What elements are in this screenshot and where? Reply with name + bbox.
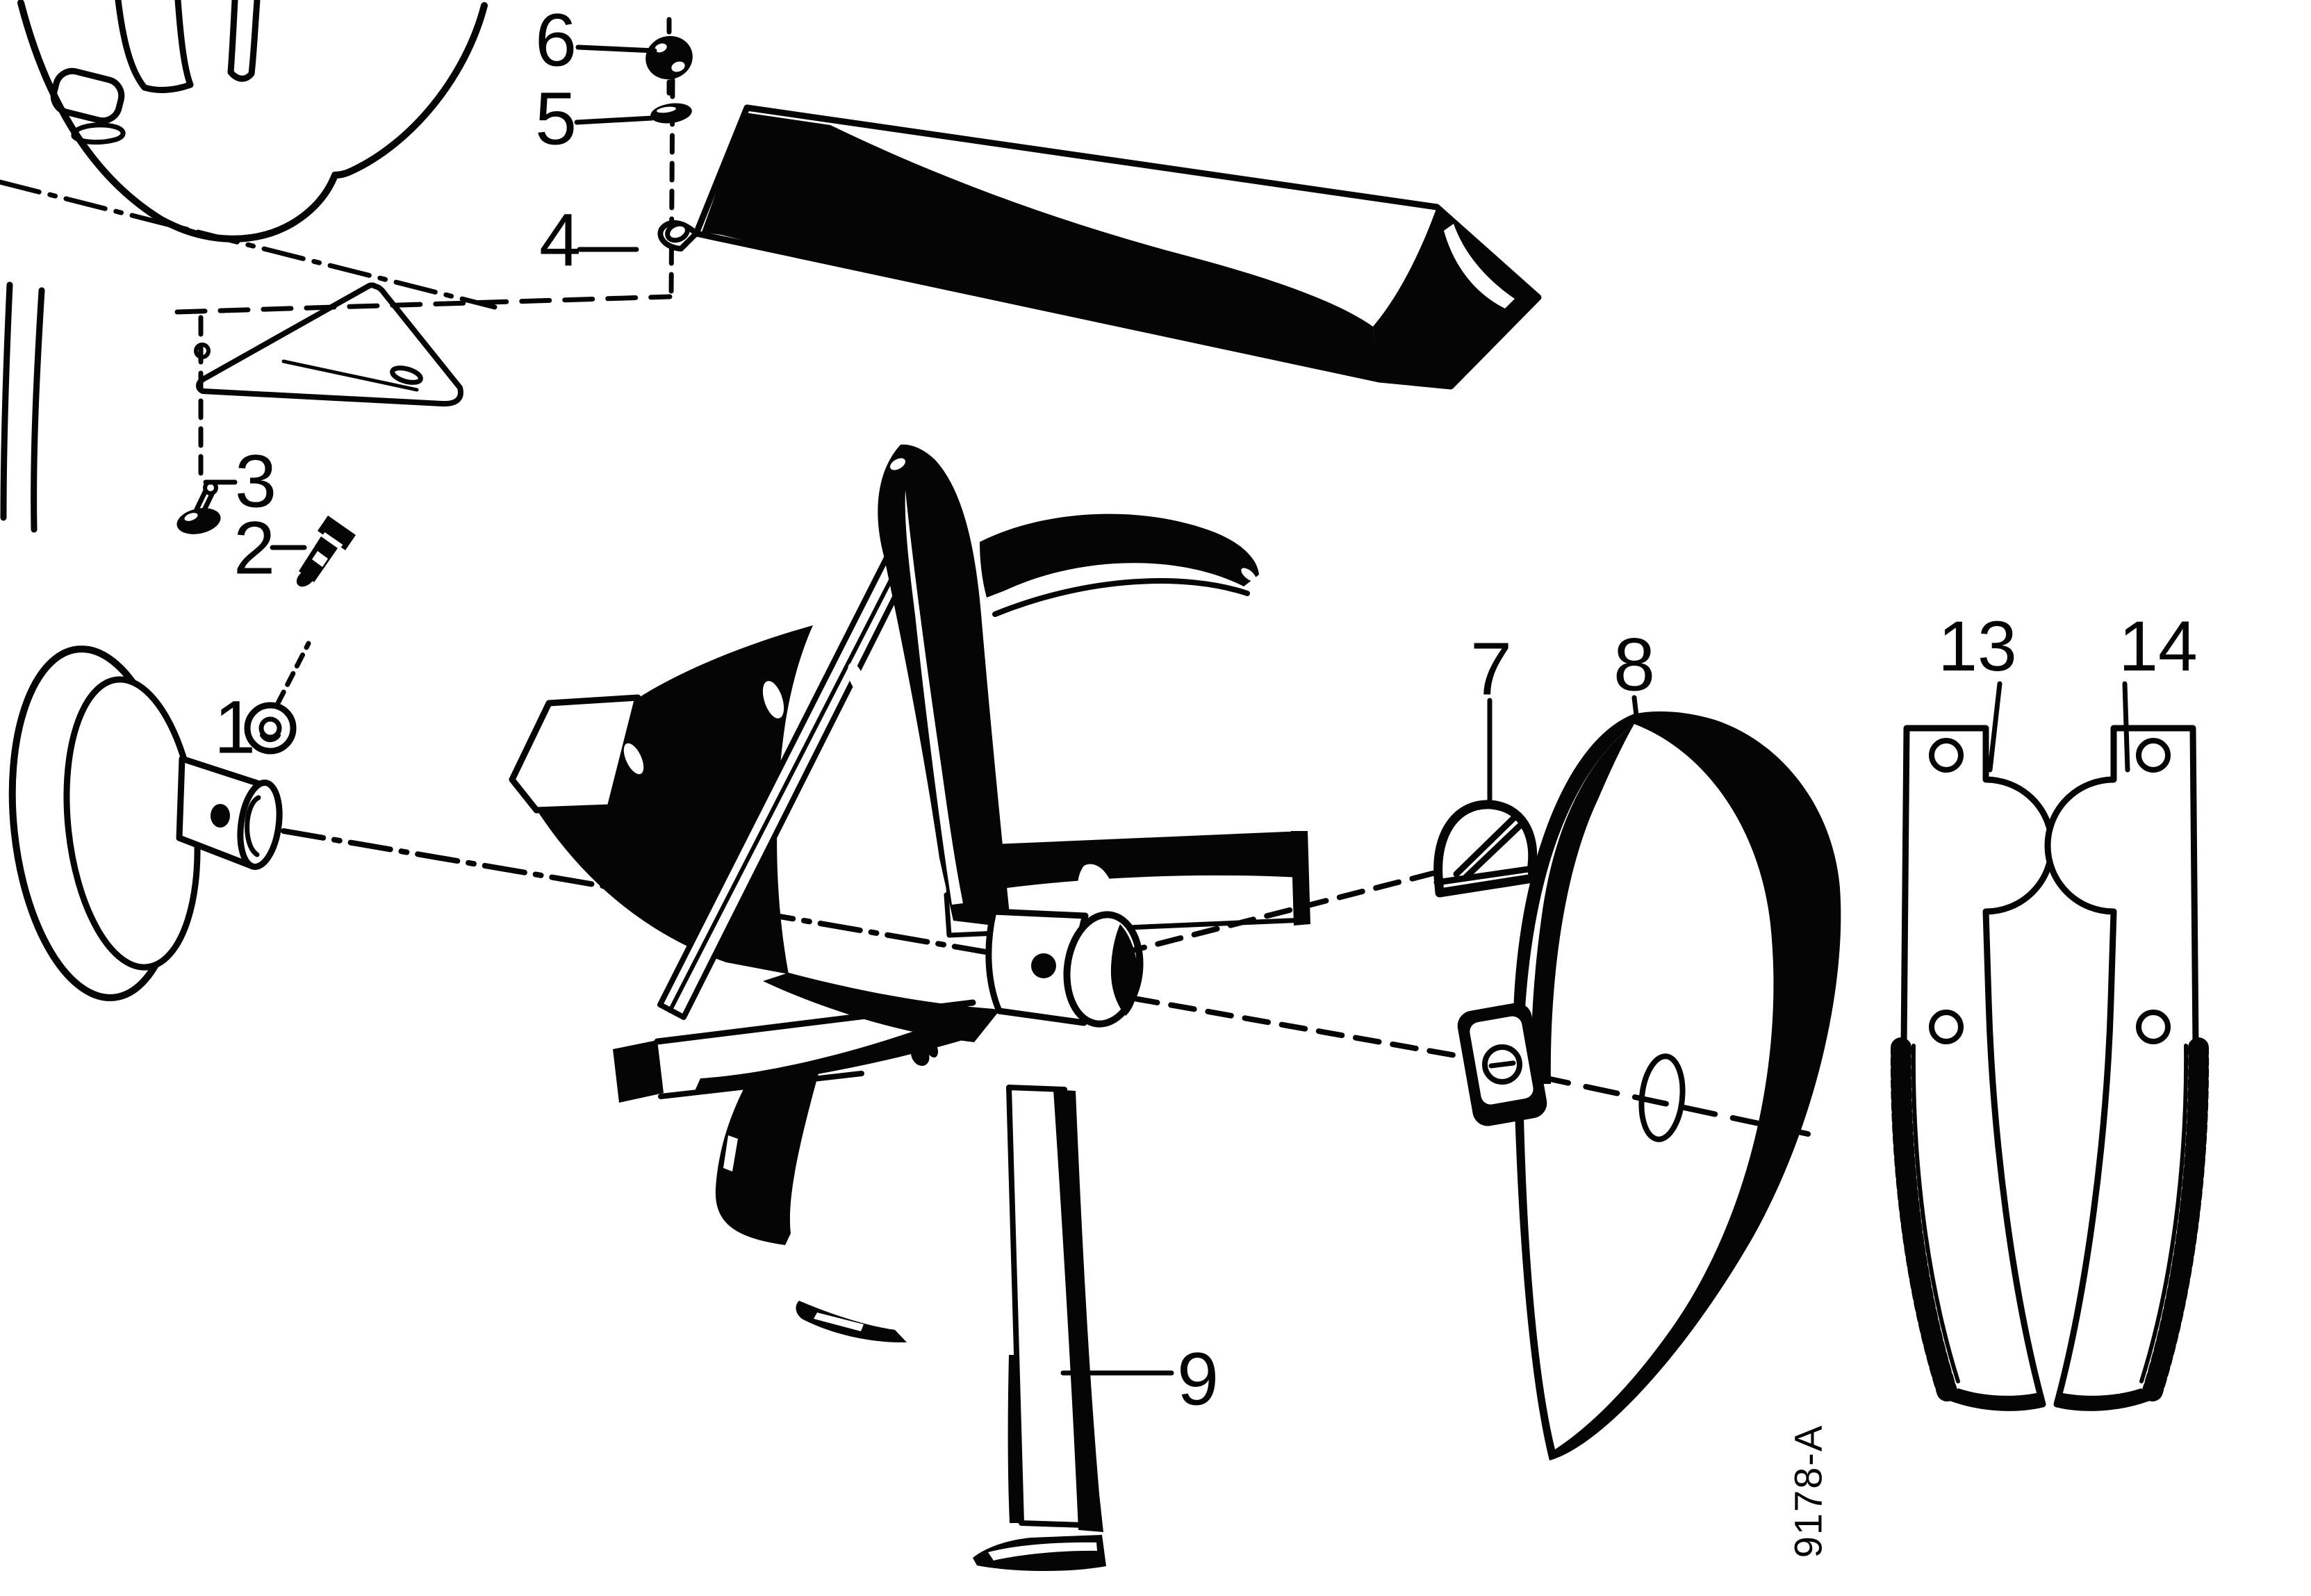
blade13-hole-bottom bbox=[1929, 1010, 1964, 1044]
callout-9: 9 bbox=[1177, 1337, 1219, 1421]
clip-7 bbox=[1433, 800, 1538, 898]
callout-6: 6 bbox=[535, 0, 577, 82]
washer-1 bbox=[244, 702, 297, 755]
machine-leg-lines bbox=[0, 281, 45, 533]
blade13-hole-top bbox=[1929, 738, 1964, 773]
dash-dot-axis-machine bbox=[0, 179, 497, 310]
dashed-axis-washer-bolt2 bbox=[275, 641, 311, 706]
right-hook-blade bbox=[980, 513, 1259, 598]
shaft-bore bbox=[245, 795, 261, 857]
shield-shadow-band bbox=[702, 113, 1379, 377]
leader-14 bbox=[2122, 681, 2130, 773]
callout-14: 14 bbox=[2119, 607, 2197, 686]
callout-3: 3 bbox=[235, 439, 277, 523]
leader-8 bbox=[1631, 695, 1640, 724]
square-bar-shading bbox=[695, 1009, 974, 1091]
leader-5 bbox=[574, 115, 655, 125]
dashed-axis-clip7 bbox=[1119, 871, 1436, 956]
tine-rotor-assembly bbox=[509, 444, 1310, 1572]
lower-left-hook-blade bbox=[715, 1073, 819, 1245]
machine-body bbox=[0, 0, 488, 533]
dashed-axis-through-disc bbox=[1534, 1073, 1811, 1137]
machine-vent-slot bbox=[71, 122, 126, 145]
callout-2: 2 bbox=[233, 506, 275, 590]
tine-blade-14 bbox=[2044, 725, 2210, 1411]
fasteners bbox=[176, 17, 693, 755]
callout-8: 8 bbox=[1613, 623, 1655, 707]
hub-pin-hole bbox=[1031, 953, 1056, 978]
bolt-2 bbox=[296, 516, 356, 587]
blade14-hole-bottom bbox=[2136, 1010, 2171, 1044]
blade13-serrated-edge bbox=[1890, 1037, 1957, 1401]
blade14-serrated-edge bbox=[2142, 1037, 2210, 1401]
leader-6 bbox=[575, 44, 657, 54]
dashed-axis-bracket-shield bbox=[174, 294, 673, 315]
callout-1: 1 bbox=[214, 685, 256, 769]
mounting-bracket bbox=[194, 282, 463, 407]
callouts: 6 5 4 3 2 1 7 8 9 13 14 bbox=[203, 0, 2198, 1421]
callout-13: 13 bbox=[1938, 607, 2016, 686]
washer-5 bbox=[650, 103, 692, 124]
tall-center-blade bbox=[878, 444, 1011, 928]
disc-inner-shade bbox=[1531, 724, 1634, 1084]
shield-end-fold bbox=[1373, 207, 1538, 386]
bar-keyhole-slot bbox=[1078, 864, 1111, 904]
blade14-hole-top bbox=[2136, 738, 2171, 773]
flange-nut-6 bbox=[645, 17, 693, 96]
bracket-outline bbox=[196, 282, 463, 407]
protective-disc bbox=[1457, 711, 1841, 1461]
disc-hole bbox=[1638, 1053, 1686, 1142]
square-bar-end bbox=[613, 1040, 664, 1103]
callout-4: 4 bbox=[539, 198, 581, 282]
hub-and-shaft bbox=[8, 645, 283, 1001]
tine-blade-13 bbox=[1890, 725, 2055, 1411]
shaft-pin-hole bbox=[211, 804, 230, 828]
square-bar-keyhole-slot bbox=[910, 1035, 939, 1067]
leader-13 bbox=[1987, 681, 2002, 773]
bracket-hole bbox=[194, 343, 211, 359]
machine-slot bbox=[50, 67, 125, 124]
callout-5: 5 bbox=[535, 76, 577, 161]
shield-mount-hole bbox=[665, 221, 690, 243]
right-bar-top-band bbox=[945, 831, 1306, 895]
bracket-slot-hole bbox=[390, 365, 423, 385]
bolt-3 bbox=[176, 480, 221, 534]
drawing-code: 9178-A bbox=[1786, 1424, 1830, 1558]
machine-housing-outline bbox=[17, 0, 488, 242]
dashed-axis-disc bbox=[1131, 996, 1466, 1060]
callout-7: 7 bbox=[1470, 627, 1512, 711]
shield-plate bbox=[657, 104, 1542, 390]
